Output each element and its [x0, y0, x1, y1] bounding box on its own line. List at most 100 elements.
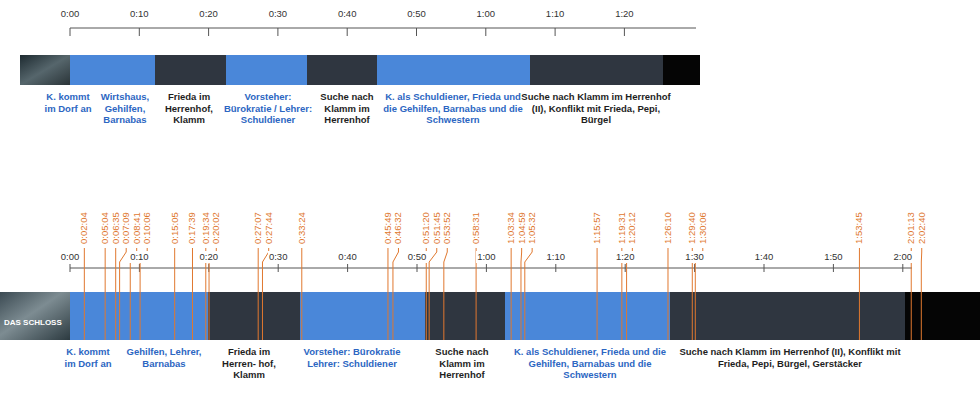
axis-label: 2:00: [893, 251, 914, 263]
axis-tick: [486, 264, 487, 272]
timestamp-label: 0:07:09: [121, 212, 131, 244]
timestamp-label: 0:51:20: [421, 212, 431, 244]
timestamp-label: 0:02:04: [79, 212, 89, 244]
scene-label: K. kommt im Dorf an: [41, 91, 95, 114]
marker-line: [84, 248, 85, 340]
axis-tick: [624, 28, 625, 36]
axis-tick: [70, 28, 71, 36]
scene-label: Vorsteher: Bürokratie Lehrer: Schuldiene…: [297, 346, 407, 369]
film-thumbnail: [20, 55, 70, 85]
axis-tick: [694, 264, 695, 272]
scene-label: Vorsteher: Bürokratie / Lehrer: Schuldie…: [220, 91, 316, 126]
scene-label: Suche nach Klamm im Herrenhof (II), Konf…: [521, 91, 671, 126]
scene-band: K. kommt im Dorf an: [70, 55, 80, 85]
axis-tick: [555, 28, 556, 36]
timestamp-label: 1:20:12: [627, 212, 637, 244]
axis-label: 0:50: [406, 8, 427, 20]
marker-line: [192, 248, 193, 340]
timestamp-label: 1:15:57: [592, 212, 602, 244]
axis-tick: [277, 28, 278, 36]
axis-line: [70, 268, 912, 269]
scene-band: K. kommt im Dorf an: [70, 292, 100, 340]
axis-tick: [139, 264, 140, 272]
timestamp-label: 0:58:31: [471, 212, 481, 244]
timestamp-label: 0:06:35: [111, 212, 121, 244]
timestamp-label: 0:51:45: [432, 212, 442, 244]
scene-band: Suche nach Klamm im Herrenhof (II), Konf…: [670, 292, 905, 340]
marker-line: [921, 248, 922, 340]
scene-band: Vorsteher: Bürokratie Lehrer: Schuldiene…: [300, 292, 425, 340]
axis-tick: [278, 264, 279, 272]
marker-line: [115, 248, 116, 340]
axis-tick: [764, 264, 765, 272]
marker-line: [258, 248, 259, 340]
axis-tick: [70, 264, 71, 272]
marker-line: [511, 248, 512, 340]
axis-ticks: [70, 264, 903, 272]
timestamp-label: 0:15:05: [170, 212, 180, 244]
axis-label: 0:30: [268, 251, 289, 263]
timestamp-label: 0:27:07: [253, 212, 263, 244]
scene-band: K. als Schuldiener, Frieda und die Gehil…: [377, 55, 530, 85]
scene-band: Suche nach Klamm im Herrenhof (II), Konf…: [530, 55, 663, 85]
scene-label: Wirtshaus, Gehilfen, Barnabas: [95, 91, 155, 126]
scene-band: Suche nach Klamm im Herrenhof: [307, 55, 377, 85]
timestamp-label: 0:08:41: [132, 212, 142, 244]
timestamp-label: 1:26:10: [663, 212, 673, 244]
axis-tick: [416, 28, 417, 36]
timestamp-label: 2:01:13: [906, 212, 916, 244]
scene-label: Frieda im Herrenhof, Klamm: [158, 91, 220, 126]
axis-label: 0:30: [268, 8, 289, 20]
scene-band: Vorsteher: Bürokratie / Lehrer: Schuldie…: [226, 55, 307, 85]
scene-band: Frieda im Herrenhof, Klamm: [155, 55, 226, 85]
end-credits: [905, 292, 980, 340]
axis-label: 1:00: [476, 8, 497, 20]
axis-tick: [417, 264, 418, 272]
axis-label: 1:50: [823, 251, 844, 263]
marker-line: [429, 248, 437, 340]
axis-label: 0:10: [129, 251, 150, 263]
marker-line: [120, 248, 127, 340]
axis-label: 1:20: [614, 8, 635, 20]
timestamp-label: 2:02:40: [917, 212, 927, 244]
marker-line: [301, 248, 302, 340]
axis-label: 0:50: [407, 251, 428, 263]
timestamp-label: 0:10:06: [142, 212, 152, 244]
axis-label: 0:40: [337, 8, 358, 20]
marker-line: [667, 248, 668, 340]
axis-tick: [347, 28, 348, 36]
timestamp-label: 0:20:02: [211, 212, 221, 244]
axis-ticks: [70, 28, 624, 36]
marker-line: [597, 248, 598, 340]
timestamp-label: 0:33:24: [297, 212, 307, 244]
axis-label: 1:30: [684, 251, 705, 263]
scene-label: K. kommt im Dorf an: [62, 346, 114, 369]
marker-line: [520, 248, 522, 340]
marker-line: [105, 248, 106, 340]
axis-label: 0:00: [60, 251, 81, 263]
axis-tick: [485, 28, 486, 36]
timestamp-label: 0:27:44: [264, 212, 274, 244]
axis-label: 1:20: [615, 251, 636, 263]
scene-band: Suche nach Klamm im Herrenhof: [425, 292, 505, 340]
timestamp-label: 0:45:49: [383, 212, 393, 244]
film-title: DAS SCHLOSS: [4, 318, 62, 327]
timestamp-label: 0:05:04: [100, 212, 110, 244]
axis-line: [70, 28, 696, 29]
scene-band: Frieda im Herren- hof, Klamm: [208, 292, 300, 340]
end-credits: [663, 55, 700, 85]
axis-label: 0:20: [199, 251, 220, 263]
marker-line: [174, 248, 175, 340]
axis-label: 0:20: [198, 8, 219, 20]
timestamp-label: 0:19:34: [201, 212, 211, 244]
scene-label: K. als Schuldiener, Frieda und die Gehil…: [505, 346, 675, 381]
timestamp-label: 0:46:32: [393, 212, 403, 244]
marker-line: [525, 248, 532, 340]
scene-band: Gehilfen, Lehrer, Barnabas: [100, 292, 208, 340]
axis-label: 1:10: [546, 251, 567, 263]
scene-band: K. als Schuldiener, Frieda und die Gehil…: [505, 292, 670, 340]
scene-label: K. als Schuldiener, Frieda und die Gehil…: [378, 91, 528, 126]
timestamp-label: 0:53:52: [442, 212, 452, 244]
marker-line: [387, 248, 388, 340]
